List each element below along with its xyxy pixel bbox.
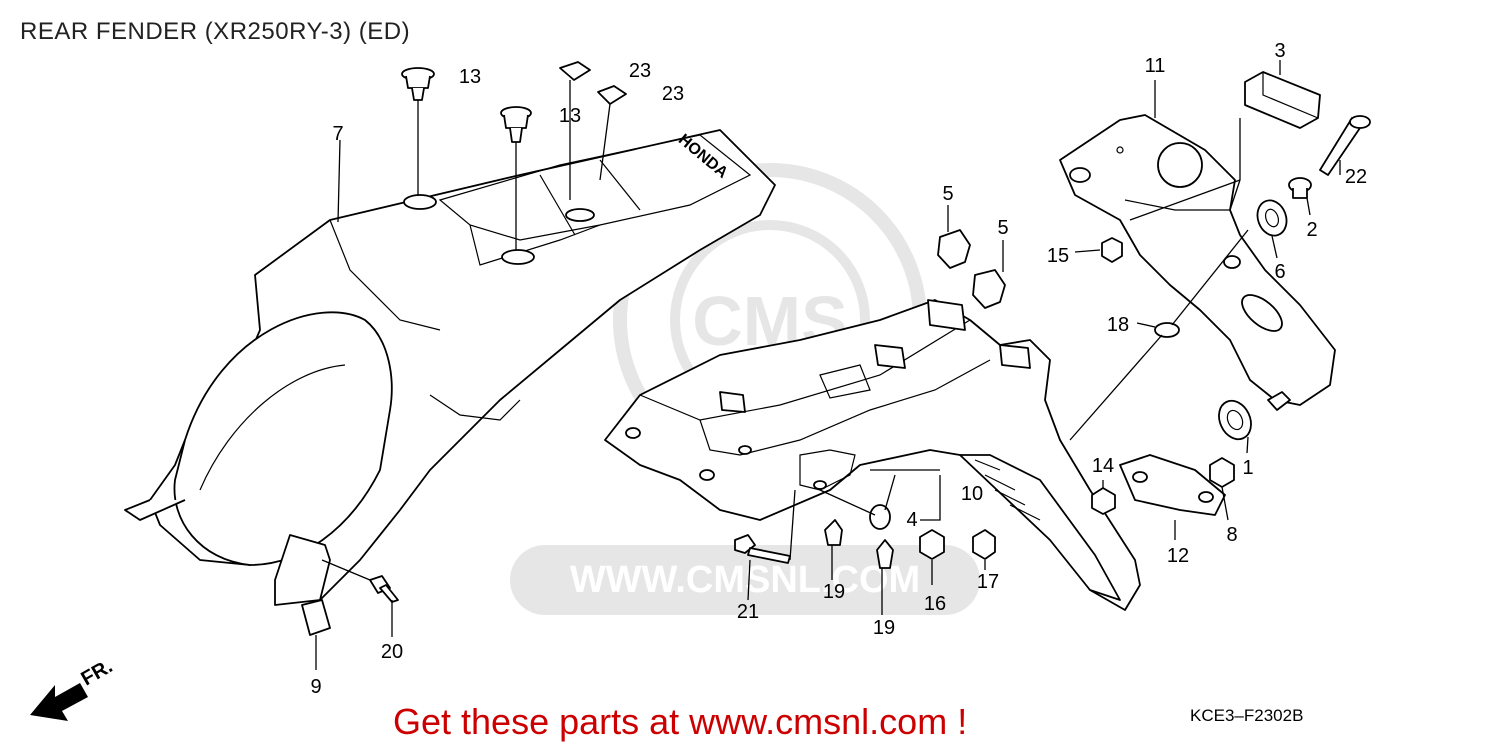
- callout-10: 10: [961, 483, 983, 505]
- callout-12: 12: [1167, 545, 1189, 567]
- callout-13a: 13: [459, 66, 481, 88]
- diagram-title: REAR FENDER (XR250RY-3) (ED): [20, 18, 411, 45]
- callout-4: 4: [906, 509, 917, 531]
- washer-part-18: [1154, 322, 1180, 338]
- callout-19b: 19: [873, 617, 895, 639]
- callout-6: 6: [1274, 261, 1285, 283]
- cta-link[interactable]: Get these parts at www.cmsnl.com !: [393, 701, 968, 742]
- callout-3: 3: [1274, 40, 1285, 62]
- callout-14: 14: [1092, 455, 1114, 477]
- reflector-part-3: [1244, 71, 1321, 129]
- direction-arrow-label: FR.: [78, 655, 117, 690]
- callout-18: 18: [1107, 314, 1129, 336]
- callout-2: 2: [1306, 219, 1317, 241]
- callout-15: 15: [1047, 245, 1069, 267]
- callout-8: 8: [1226, 524, 1237, 546]
- callout-1: 1: [1242, 457, 1253, 479]
- callout-13b: 13: [559, 105, 581, 127]
- rubber-part-1: [1218, 391, 1291, 441]
- nut-part-14: [1091, 487, 1116, 515]
- bracket-part-12: [1119, 454, 1226, 516]
- rubber-part-6: [1256, 199, 1288, 237]
- bolt-part-22: [1319, 115, 1371, 176]
- callout-22: 22: [1345, 166, 1367, 188]
- watermark-url: WWW.CMSNL.COM: [570, 559, 920, 601]
- callout-17: 17: [977, 571, 999, 593]
- callout-20: 20: [381, 641, 403, 663]
- drawing-code: KCE3–F2302B: [1190, 706, 1304, 725]
- nut-part-15: [1101, 237, 1123, 263]
- callout-21: 21: [737, 601, 759, 623]
- nut-part-8: [1209, 457, 1235, 488]
- callout-23b: 23: [662, 83, 684, 105]
- direction-arrow: FR.: [30, 655, 116, 721]
- callout-11: 11: [1145, 55, 1166, 77]
- callout-labels: 1 2 3 4 5 5 6 7 8 9 10 11 12 13 13 14 15…: [310, 40, 1367, 698]
- rear-fender-part-7: HONDA: [124, 129, 776, 606]
- clip-part-5: [937, 229, 1006, 309]
- callout-7: 7: [332, 123, 343, 145]
- inner-fender-part-10: [604, 299, 1141, 611]
- callout-5b: 5: [997, 217, 1008, 239]
- leader-lines: [315, 60, 1341, 670]
- clip-nut-part-23: [559, 61, 627, 105]
- callout-19a: 19: [823, 581, 845, 603]
- license-bracket-part-11: [1059, 114, 1336, 406]
- callout-9: 9: [310, 676, 321, 698]
- grommet-part-13: [401, 67, 532, 143]
- callout-23a: 23: [629, 60, 651, 82]
- callout-16: 16: [924, 593, 946, 615]
- callout-5a: 5: [942, 183, 953, 205]
- collar-part-2: [1288, 177, 1312, 199]
- lower-hardware: [301, 504, 996, 636]
